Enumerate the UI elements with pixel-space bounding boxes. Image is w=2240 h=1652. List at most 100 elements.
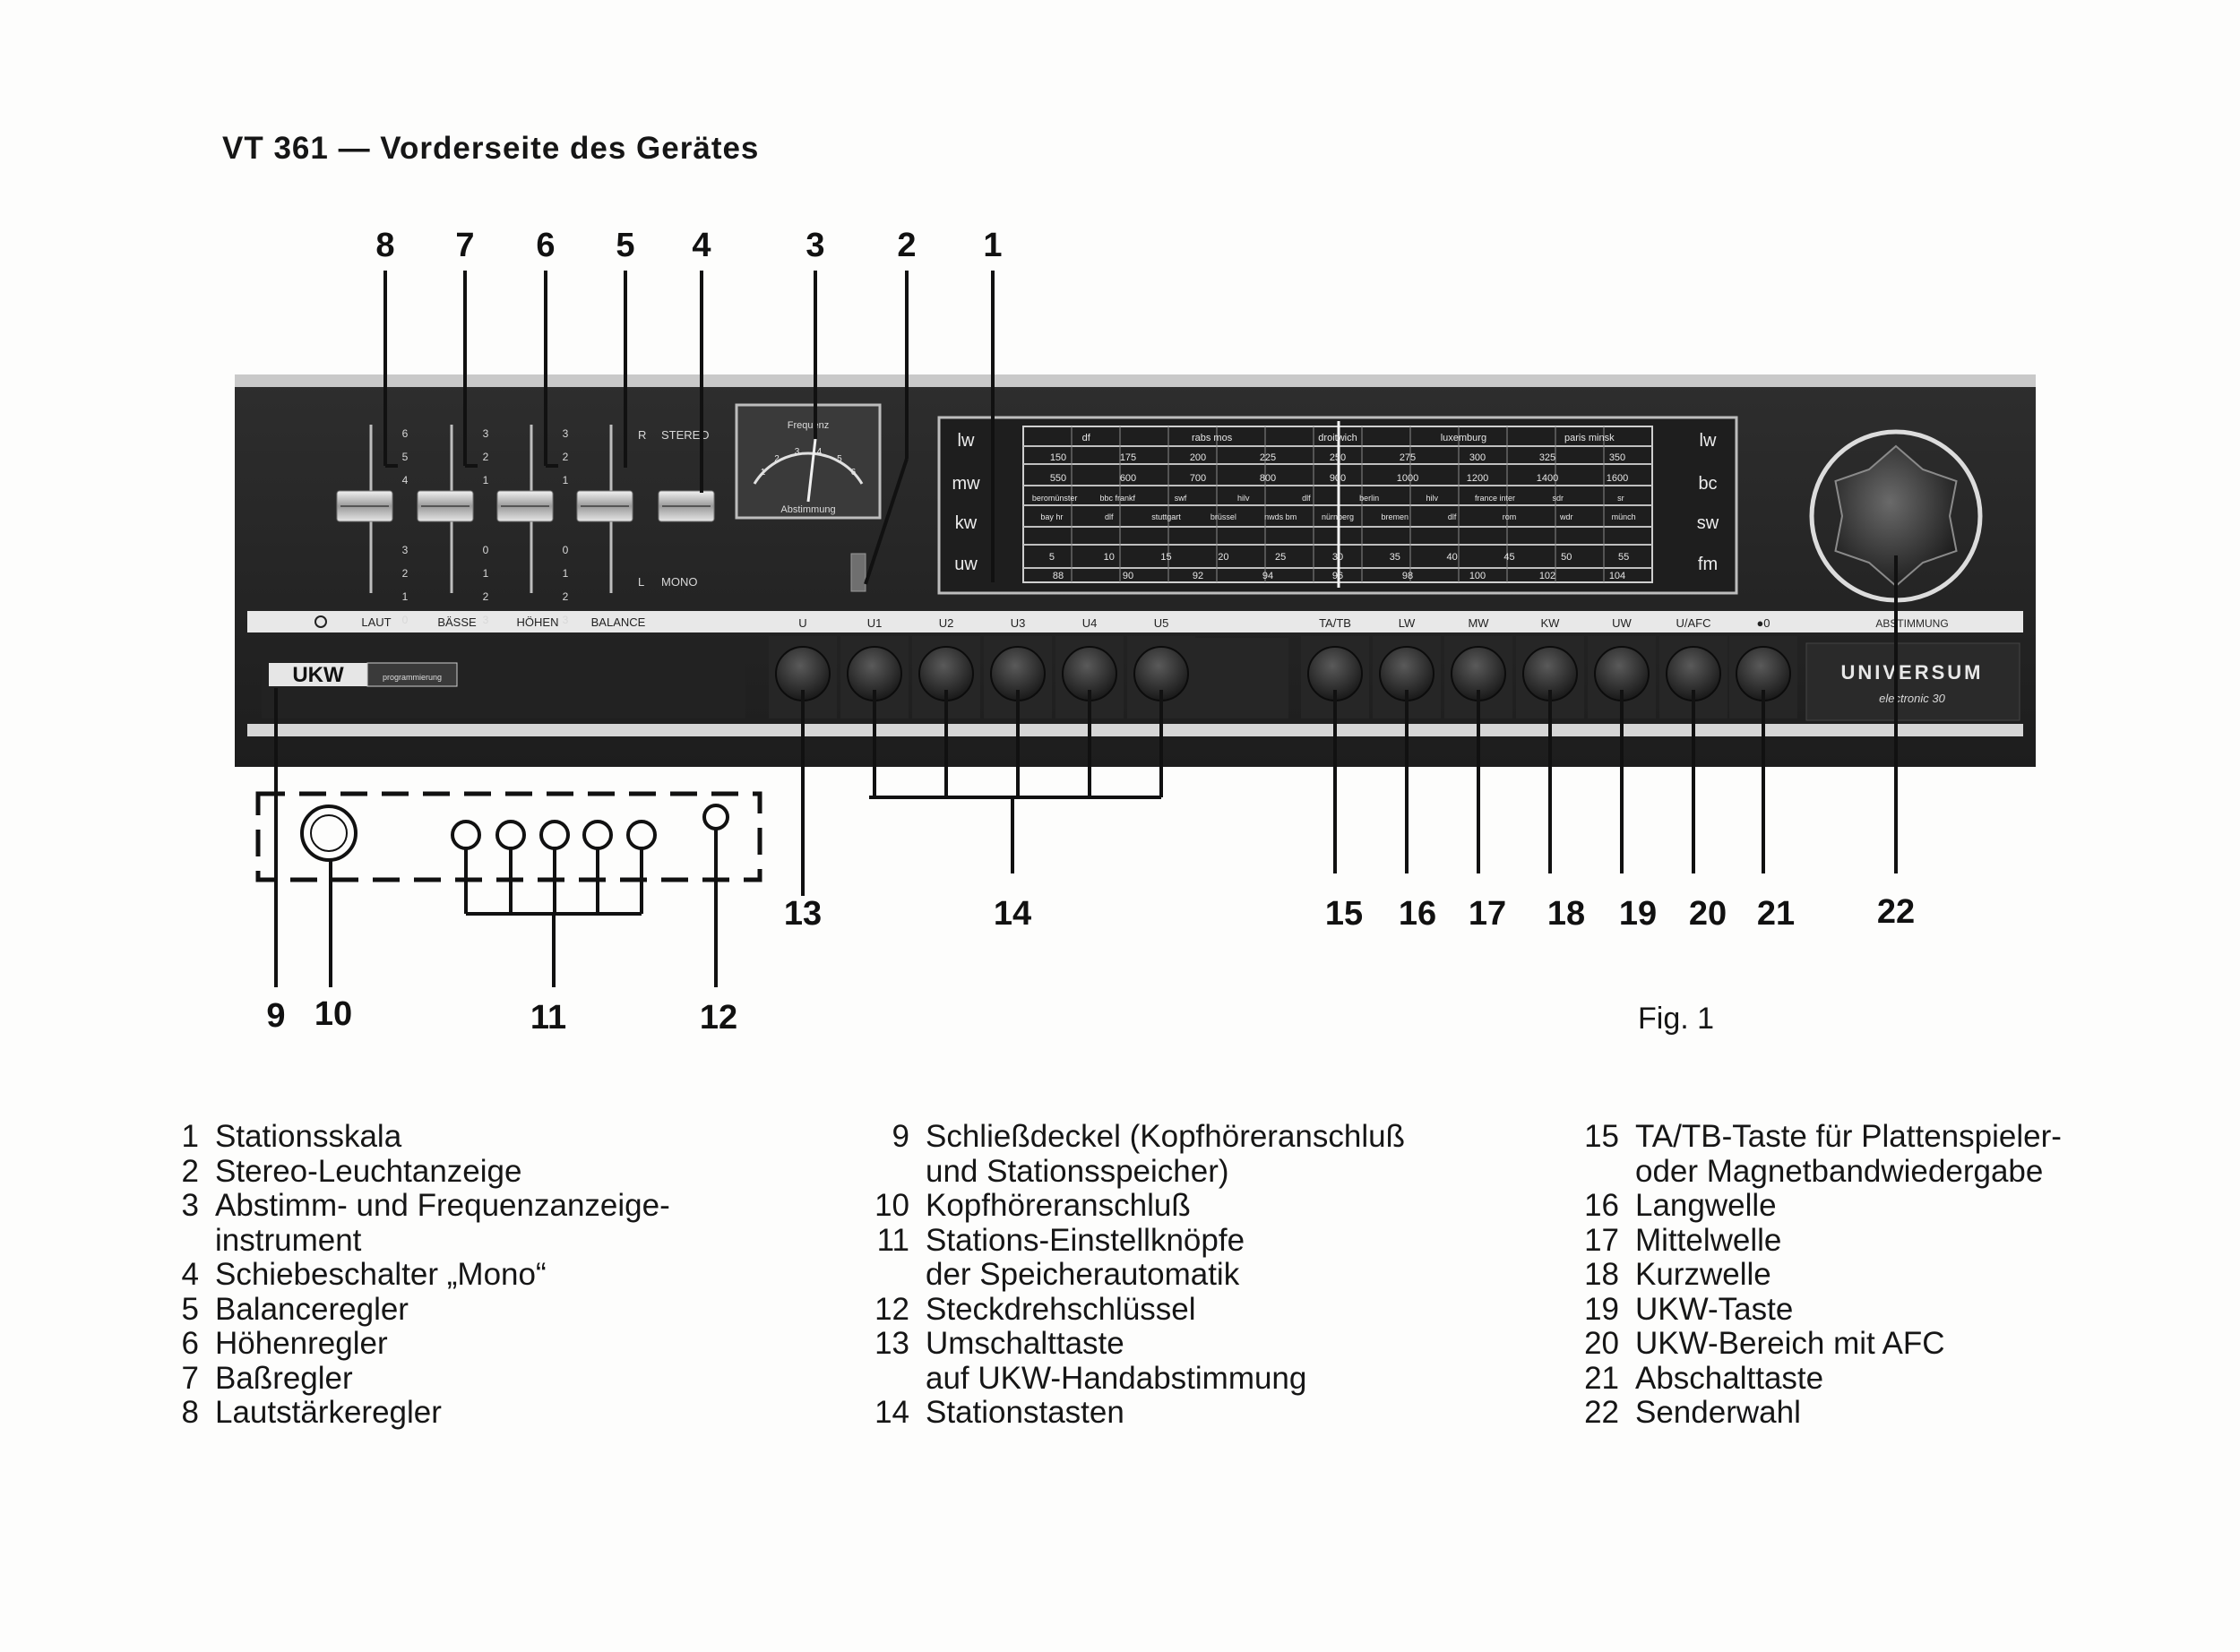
band-button-label: LW <box>1399 616 1416 630</box>
band-label-right: bc <box>1698 474 1717 494</box>
figure-caption: Fig. 1 <box>1638 1002 1715 1036</box>
slider-label: BÄSSE <box>437 615 477 629</box>
top-trim <box>235 374 2036 387</box>
key-socket[interactable] <box>702 804 729 830</box>
dial-scale-label: bbc frankf <box>1100 494 1136 503</box>
dial-scale-label: luxemburg <box>1441 433 1486 443</box>
meter-scale-label: 5 <box>837 454 842 464</box>
callout-number: 17 <box>1469 895 1506 933</box>
dial-scale-label: 104 <box>1609 571 1625 581</box>
legend-number <box>854 1362 926 1397</box>
slider-scale-label: 2 <box>563 451 569 463</box>
legend-number: 16 <box>1584 1188 1619 1223</box>
slider-scale-label: 4 <box>402 474 409 486</box>
preset-adjust-knob[interactable] <box>582 820 613 850</box>
dial-scale-label: wdr <box>1559 512 1573 521</box>
preset-adjust-knob[interactable] <box>626 820 657 850</box>
dial-scale-label: 275 <box>1400 452 1416 463</box>
mono-label: MONO <box>661 575 697 589</box>
dial-scale-label: 25 <box>1275 552 1286 563</box>
slider-label: LAUT <box>361 615 391 629</box>
callout-number: 14 <box>994 895 1031 933</box>
legend-item: instrument <box>143 1222 670 1259</box>
legend-text: und Stationsspeicher) <box>926 1153 1229 1189</box>
preset-button-label: U <box>798 616 806 630</box>
dial-scale-label: france inter <box>1475 494 1515 503</box>
dial-scale-label: 600 <box>1120 473 1136 484</box>
legend-number: 22 <box>1584 1395 1619 1430</box>
slider-label: HÖHEN <box>517 615 559 629</box>
headphone-socket-inner <box>310 814 348 852</box>
preset-adjust-knob[interactable] <box>495 820 526 850</box>
legend-text: Schließdeckel (Kopfhöreranschluß <box>926 1119 1405 1154</box>
legend-item: 14 Stationstasten <box>854 1395 1405 1431</box>
preset-adjust-knob[interactable] <box>451 820 481 850</box>
dial-scale-label: münch <box>1612 512 1636 521</box>
band-button-label: U/AFC <box>1676 616 1711 630</box>
dial-scale-label: dlf <box>1302 494 1311 503</box>
dial-scale-label: rabs mos <box>1192 433 1233 443</box>
legend-number: 10 <box>874 1188 909 1223</box>
dial-scale-label: dlf <box>1105 512 1114 521</box>
dial-scale-label: 200 <box>1190 452 1206 463</box>
preset-button-label: U2 <box>939 616 954 630</box>
legend-text: auf UKW-Handabstimmung <box>926 1360 1307 1396</box>
slider-scale-label: 1 <box>402 590 409 603</box>
ukw-badge-sub-box <box>366 662 458 687</box>
dial-scale-label: paris minsk <box>1564 433 1615 443</box>
legend-text: Stationsskala <box>215 1119 402 1154</box>
legend-text: Umschalttaste <box>926 1326 1124 1361</box>
preset-adjust-knob[interactable] <box>539 820 570 850</box>
callout-number: 11 <box>530 999 566 1037</box>
dial-scale-label: 300 <box>1469 452 1486 463</box>
legend-text: Balanceregler <box>215 1291 409 1327</box>
meter-scale-label: 3 <box>795 447 800 457</box>
legend-number: 15 <box>1584 1119 1619 1154</box>
callout-number: 4 <box>692 227 711 264</box>
meter-scale-label: 4 <box>817 447 823 457</box>
band-button-label: TA/TB <box>1319 616 1351 630</box>
band-label-right: sw <box>1697 513 1719 533</box>
legend-number: 9 <box>892 1119 909 1154</box>
stereo-r-label: R <box>638 428 646 442</box>
legend-number: 14 <box>874 1395 909 1430</box>
power-symbol-icon <box>314 615 327 628</box>
slider-scale-label: 3 <box>563 427 569 440</box>
callout-number: 21 <box>1757 895 1795 933</box>
legend-text: Schiebeschalter „Mono“ <box>215 1257 547 1292</box>
dial-scale-label: 35 <box>1390 552 1400 563</box>
legend-text: Stationstasten <box>926 1395 1124 1430</box>
legend-number: 11 <box>876 1222 909 1258</box>
callout-number: 5 <box>616 227 634 264</box>
preset-button-label: U5 <box>1154 616 1169 630</box>
legend-text: oder Magnetbandwiedergabe <box>1635 1153 2044 1189</box>
blank-button-slot <box>1190 638 1288 718</box>
dial-scale-label: 45 <box>1503 552 1514 563</box>
stereo-indicator-lamp <box>850 553 866 592</box>
dial-scale-label: 55 <box>1618 552 1629 563</box>
legend-number: 13 <box>874 1326 909 1361</box>
meter-arc <box>753 452 864 485</box>
callout-number: 20 <box>1689 895 1727 933</box>
dial-scale-label: sdr <box>1552 494 1564 503</box>
legend-item: 9 Schließdeckel (Kopfhöreranschluß <box>854 1119 1405 1155</box>
legend-item: oder Magnetbandwiedergabe <box>1564 1153 2062 1190</box>
meter-bottom-label: Abstimmung <box>780 504 835 515</box>
legend-number: 2 <box>181 1153 199 1189</box>
legend-text: Kopfhöreranschluß <box>926 1188 1191 1223</box>
band-label-right: fm <box>1698 555 1718 574</box>
dial-scale-label: 30 <box>1332 552 1343 563</box>
legend-text: instrument <box>215 1222 362 1258</box>
legend-number <box>1564 1155 1635 1190</box>
ukw-badge <box>269 663 367 686</box>
band-button-label: ●0 <box>1756 616 1770 630</box>
